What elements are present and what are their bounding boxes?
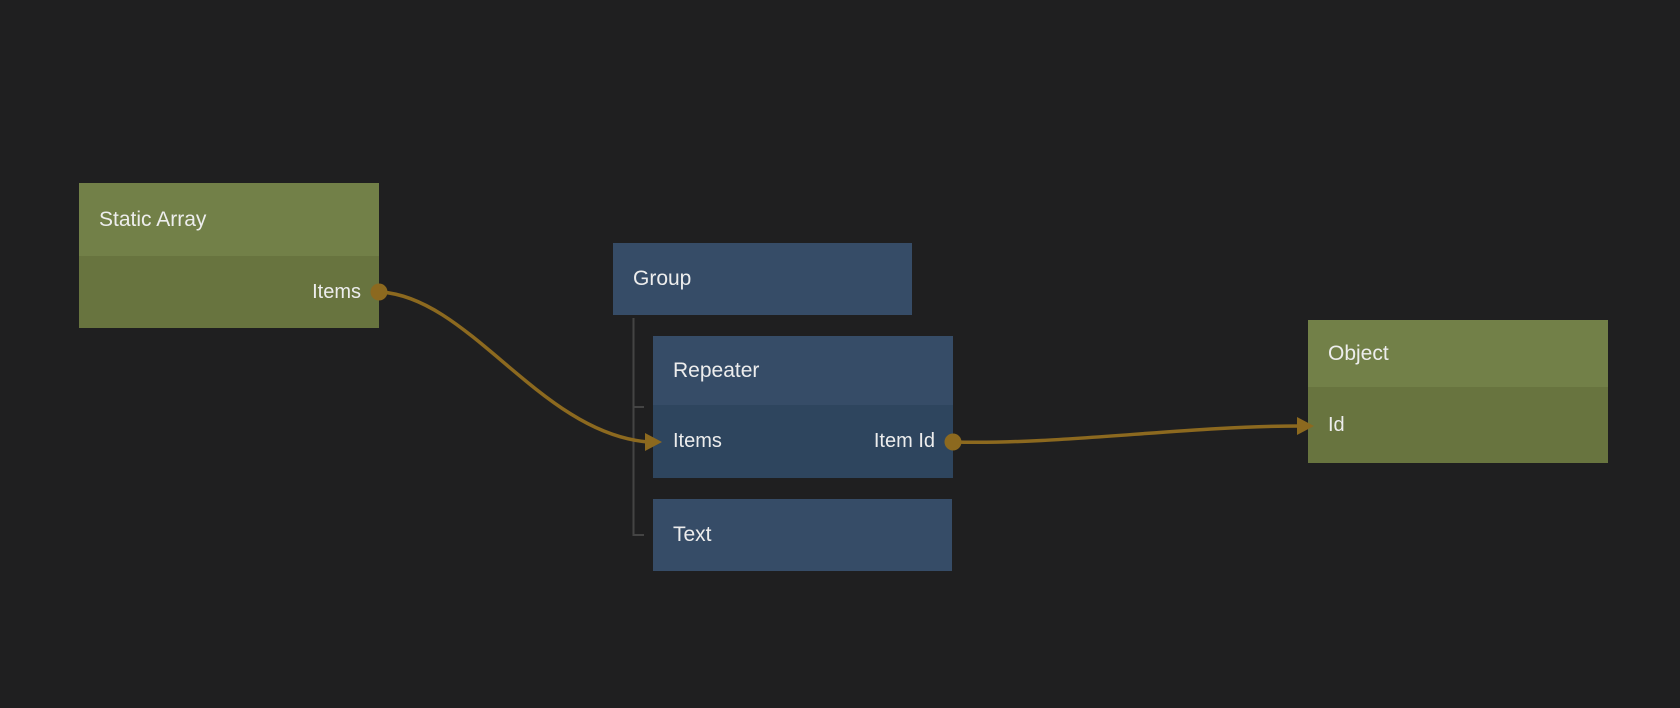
node-text-header[interactable]: Text xyxy=(653,499,952,571)
node-object-port-row: Id xyxy=(1308,387,1608,463)
input-port-label: Items xyxy=(673,430,722,452)
node-repeater-header[interactable]: Repeater xyxy=(653,336,953,405)
node-title: Repeater xyxy=(673,358,760,382)
node-title: Static Array xyxy=(99,207,207,231)
output-port-label: Items xyxy=(312,280,361,303)
node-group-header[interactable]: Group xyxy=(613,243,912,315)
node-title: Text xyxy=(673,523,712,546)
node-repeater[interactable]: Repeater Items Item Id xyxy=(653,336,953,478)
node-object-header[interactable]: Object xyxy=(1308,320,1608,387)
hierarchy-line-group-children xyxy=(632,318,644,536)
connection-wire[interactable] xyxy=(951,424,1302,445)
output-port-label: Item Id xyxy=(873,430,935,452)
node-static-array-header[interactable]: Static Array xyxy=(79,183,379,256)
connection-staticarray-items-to-repeater-items[interactable] xyxy=(378,290,662,451)
node-object[interactable]: Object Id xyxy=(1308,320,1608,463)
node-title: Object xyxy=(1328,341,1389,365)
node-static-array[interactable]: Static Array Items xyxy=(79,183,379,328)
node-static-array-port-row: Items xyxy=(79,256,379,328)
node-title: Group xyxy=(633,267,692,290)
node-repeater-port-row: Items Item Id xyxy=(653,405,953,478)
connection-wire[interactable] xyxy=(378,290,650,444)
node-text[interactable]: Text xyxy=(653,499,952,571)
input-port-label: Id xyxy=(1328,413,1345,436)
node-group[interactable]: Group xyxy=(613,243,912,315)
connection-repeater-itemid-to-object-id[interactable] xyxy=(951,417,1314,445)
